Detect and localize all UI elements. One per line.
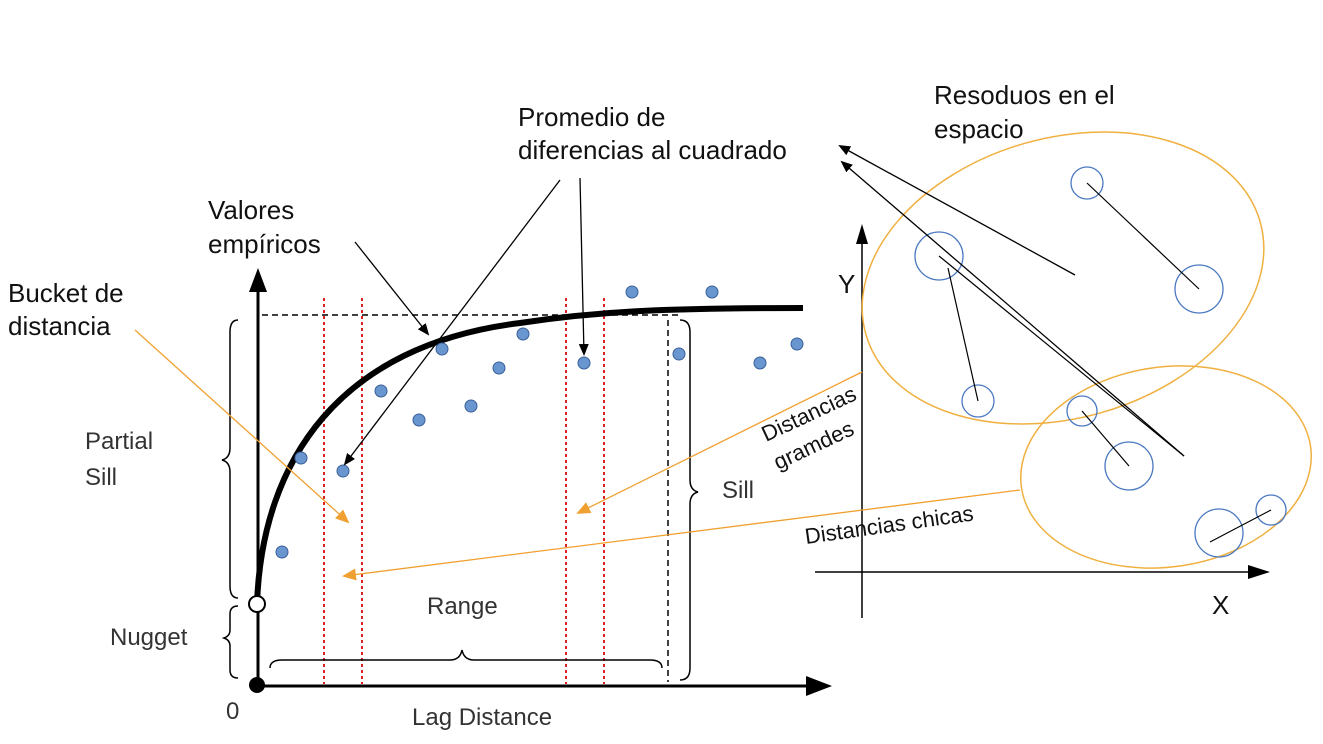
empirical-point [672,347,686,361]
pair-line [1081,410,1130,467]
range-brace [269,649,663,669]
empirical-point [412,413,426,427]
variogram-curve [254,305,804,605]
resoduos-arrow-1 [838,145,1076,276]
variogram-y-arrowhead [249,268,267,292]
empirical-point [492,361,506,375]
promedio-arrow-2 [578,177,589,356]
promedio-label-line1: Promedio de [518,102,665,132]
residual-circle [1070,166,1104,200]
variogram-x-arrowhead [806,676,832,696]
distancias-grandes-arrow [576,371,863,514]
bucket-arrow [134,329,350,524]
residual-circle [1255,494,1287,526]
lag-distance-label: Lag Distance [412,704,552,731]
y-axis-label: Y [838,269,855,299]
partial-sill-brace [221,319,239,599]
valores-label-line1: Valores [208,195,294,225]
empirical-point [275,545,289,559]
residual-circle [1174,264,1224,314]
sill-brace [679,319,699,681]
nugget-circle [248,595,266,613]
empirical-points [275,285,804,559]
sill-label: Sill [722,477,754,504]
pair-line [947,267,979,402]
bucket-label-line2: distancia [8,311,111,341]
residual-circle [961,384,995,418]
pair-line [938,255,1185,457]
empirical-point [753,356,767,370]
residual-circle [1104,441,1154,491]
partial-sill-label-line2: Sill [85,464,117,491]
pair-line [1209,509,1272,543]
nugget-label: Nugget [110,624,188,651]
resoduos-label-line2: espacio [934,114,1024,144]
empirical-point [464,399,478,413]
large-distances-ellipse [861,131,1265,425]
distancias-chicas-label: Distancias chicas [803,501,975,549]
valores-arrow [354,241,430,336]
origin-dot [249,677,265,693]
space-y-arrowhead [856,224,868,244]
partial-sill-label-line1: Partial [85,428,153,455]
residual-circle [1066,395,1098,427]
residual-circle [1194,508,1244,558]
empirical-point [516,327,530,341]
empirical-point [374,384,388,398]
empirical-point [625,285,639,299]
empirical-point [705,285,719,299]
resoduos-arrow-2 [840,160,1185,457]
residual-circle [914,231,964,281]
pair-line [1086,182,1200,290]
empirical-point [336,464,350,478]
promedio-arrow-1 [343,179,561,466]
distancias-chicas-arrow [342,489,1021,581]
resoduos-label-line1: Resoduos en el [934,80,1115,110]
bucket-label-line1: Bucket de [8,278,124,308]
x-axis-label: X [1212,590,1229,620]
empirical-point [577,356,591,370]
residual-pair-lines [938,182,1272,543]
promedio-label-line2: diferencias al cuadrado [518,135,787,165]
origin-label: 0 [226,698,239,725]
nugget-brace [221,605,239,679]
residual-circles [914,166,1287,558]
small-distances-ellipse [1020,365,1312,569]
range-label: Range [427,593,498,620]
empirical-point [435,342,449,356]
empirical-point [790,337,804,351]
valores-label-line2: empíricos [208,229,321,259]
space-x-arrowhead [1248,565,1270,579]
empirical-point [294,451,308,465]
